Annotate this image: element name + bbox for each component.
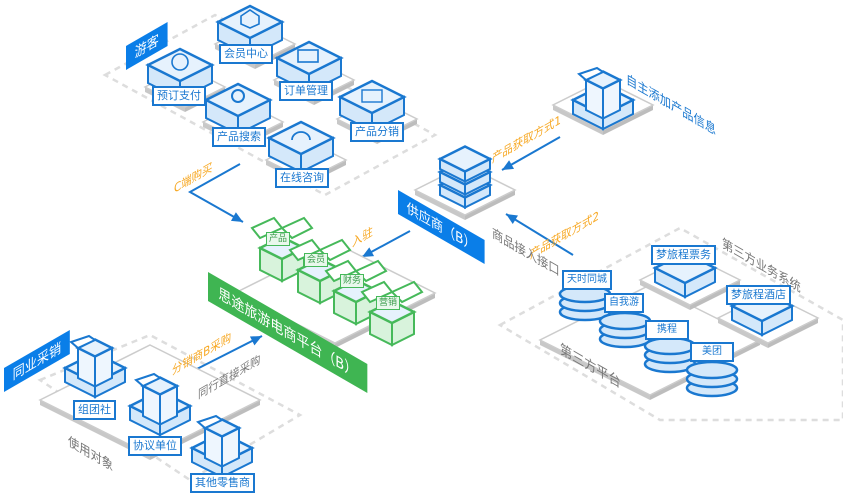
feature-member-center: 会员中心 (219, 44, 273, 64)
trade-platform-side (40, 400, 150, 460)
user-tour-agency: 组团社 (73, 400, 116, 420)
user-other-retailer: 其他零售商 (190, 473, 255, 493)
supplier-platform-side (415, 190, 465, 220)
contract-unit-building-lid (134, 372, 163, 388)
db-ctrip (643, 336, 697, 356)
order-management-icon-block (274, 40, 344, 76)
feature-online-consult: 在线咨询 (275, 168, 329, 188)
self-add-building-lid (577, 66, 606, 82)
tour-agency-building-lid (69, 334, 98, 350)
self-add-platform-side (603, 105, 653, 135)
method1-arrow-head (502, 160, 515, 170)
hotel-platform-side (718, 318, 768, 348)
feature-booking-payment: 预订支付 (152, 86, 206, 106)
distributor-purchase-arrow-head (249, 336, 262, 346)
search-icon (231, 89, 245, 103)
c-purchase-arrow (187, 163, 244, 223)
module-marketing: 营销 (376, 296, 401, 310)
module-product: 产品 (266, 232, 291, 246)
visitor-region (102, 13, 438, 197)
box-product-flap (250, 216, 284, 240)
sitemap-icon (361, 89, 383, 103)
self-add-platform-side (553, 105, 603, 135)
booking-payment-icon-block (145, 47, 215, 83)
box-marketing-flap (360, 280, 394, 304)
db-meituan (685, 360, 739, 380)
product-search-icon-block (203, 82, 273, 118)
shield-icon (240, 9, 260, 29)
system-ticketing: 梦旅程票务 (651, 245, 716, 265)
feature-product-distribution: 产品分销 (350, 122, 404, 142)
document-edit-icon (297, 49, 319, 63)
ticketing-platform-side (640, 280, 690, 310)
headset-icon (291, 131, 311, 141)
db-ziwoyou (598, 311, 652, 331)
system-hotel: 梦旅程酒店 (726, 285, 791, 305)
hotel-platform-side (768, 318, 818, 348)
feature-product-search: 产品搜索 (212, 127, 266, 147)
module-member: 会员 (304, 253, 329, 267)
member-center-icon-block (215, 4, 285, 40)
supplier-platform-side (465, 190, 515, 220)
third-party-ziwoyou: 自我游 (604, 293, 644, 313)
third-party-meituan: 美团 (690, 342, 734, 362)
user-contract-unit: 协议单位 (128, 436, 182, 456)
method2-arrow-head (506, 214, 518, 225)
product-distribution-icon-block (337, 79, 407, 115)
retailer-building-lid (196, 414, 225, 430)
third-party-ctrip: 携程 (645, 320, 689, 340)
third-party-region (497, 226, 843, 422)
method2-arrow (505, 213, 574, 256)
third-party-tianshi: 天时同城 (562, 270, 612, 290)
third-party-platform-side (540, 340, 650, 400)
distributor-purchase-arrow (186, 335, 263, 375)
currency-icon (171, 53, 189, 71)
c-purchase-arrow-head (230, 212, 243, 222)
method1-arrow (501, 136, 561, 171)
supplier-stack-layer (437, 145, 493, 173)
online-consult-icon-block (266, 120, 336, 156)
join-arrow-head (362, 247, 375, 257)
module-finance: 财务 (340, 274, 365, 288)
feature-order-management: 订单管理 (279, 81, 333, 101)
